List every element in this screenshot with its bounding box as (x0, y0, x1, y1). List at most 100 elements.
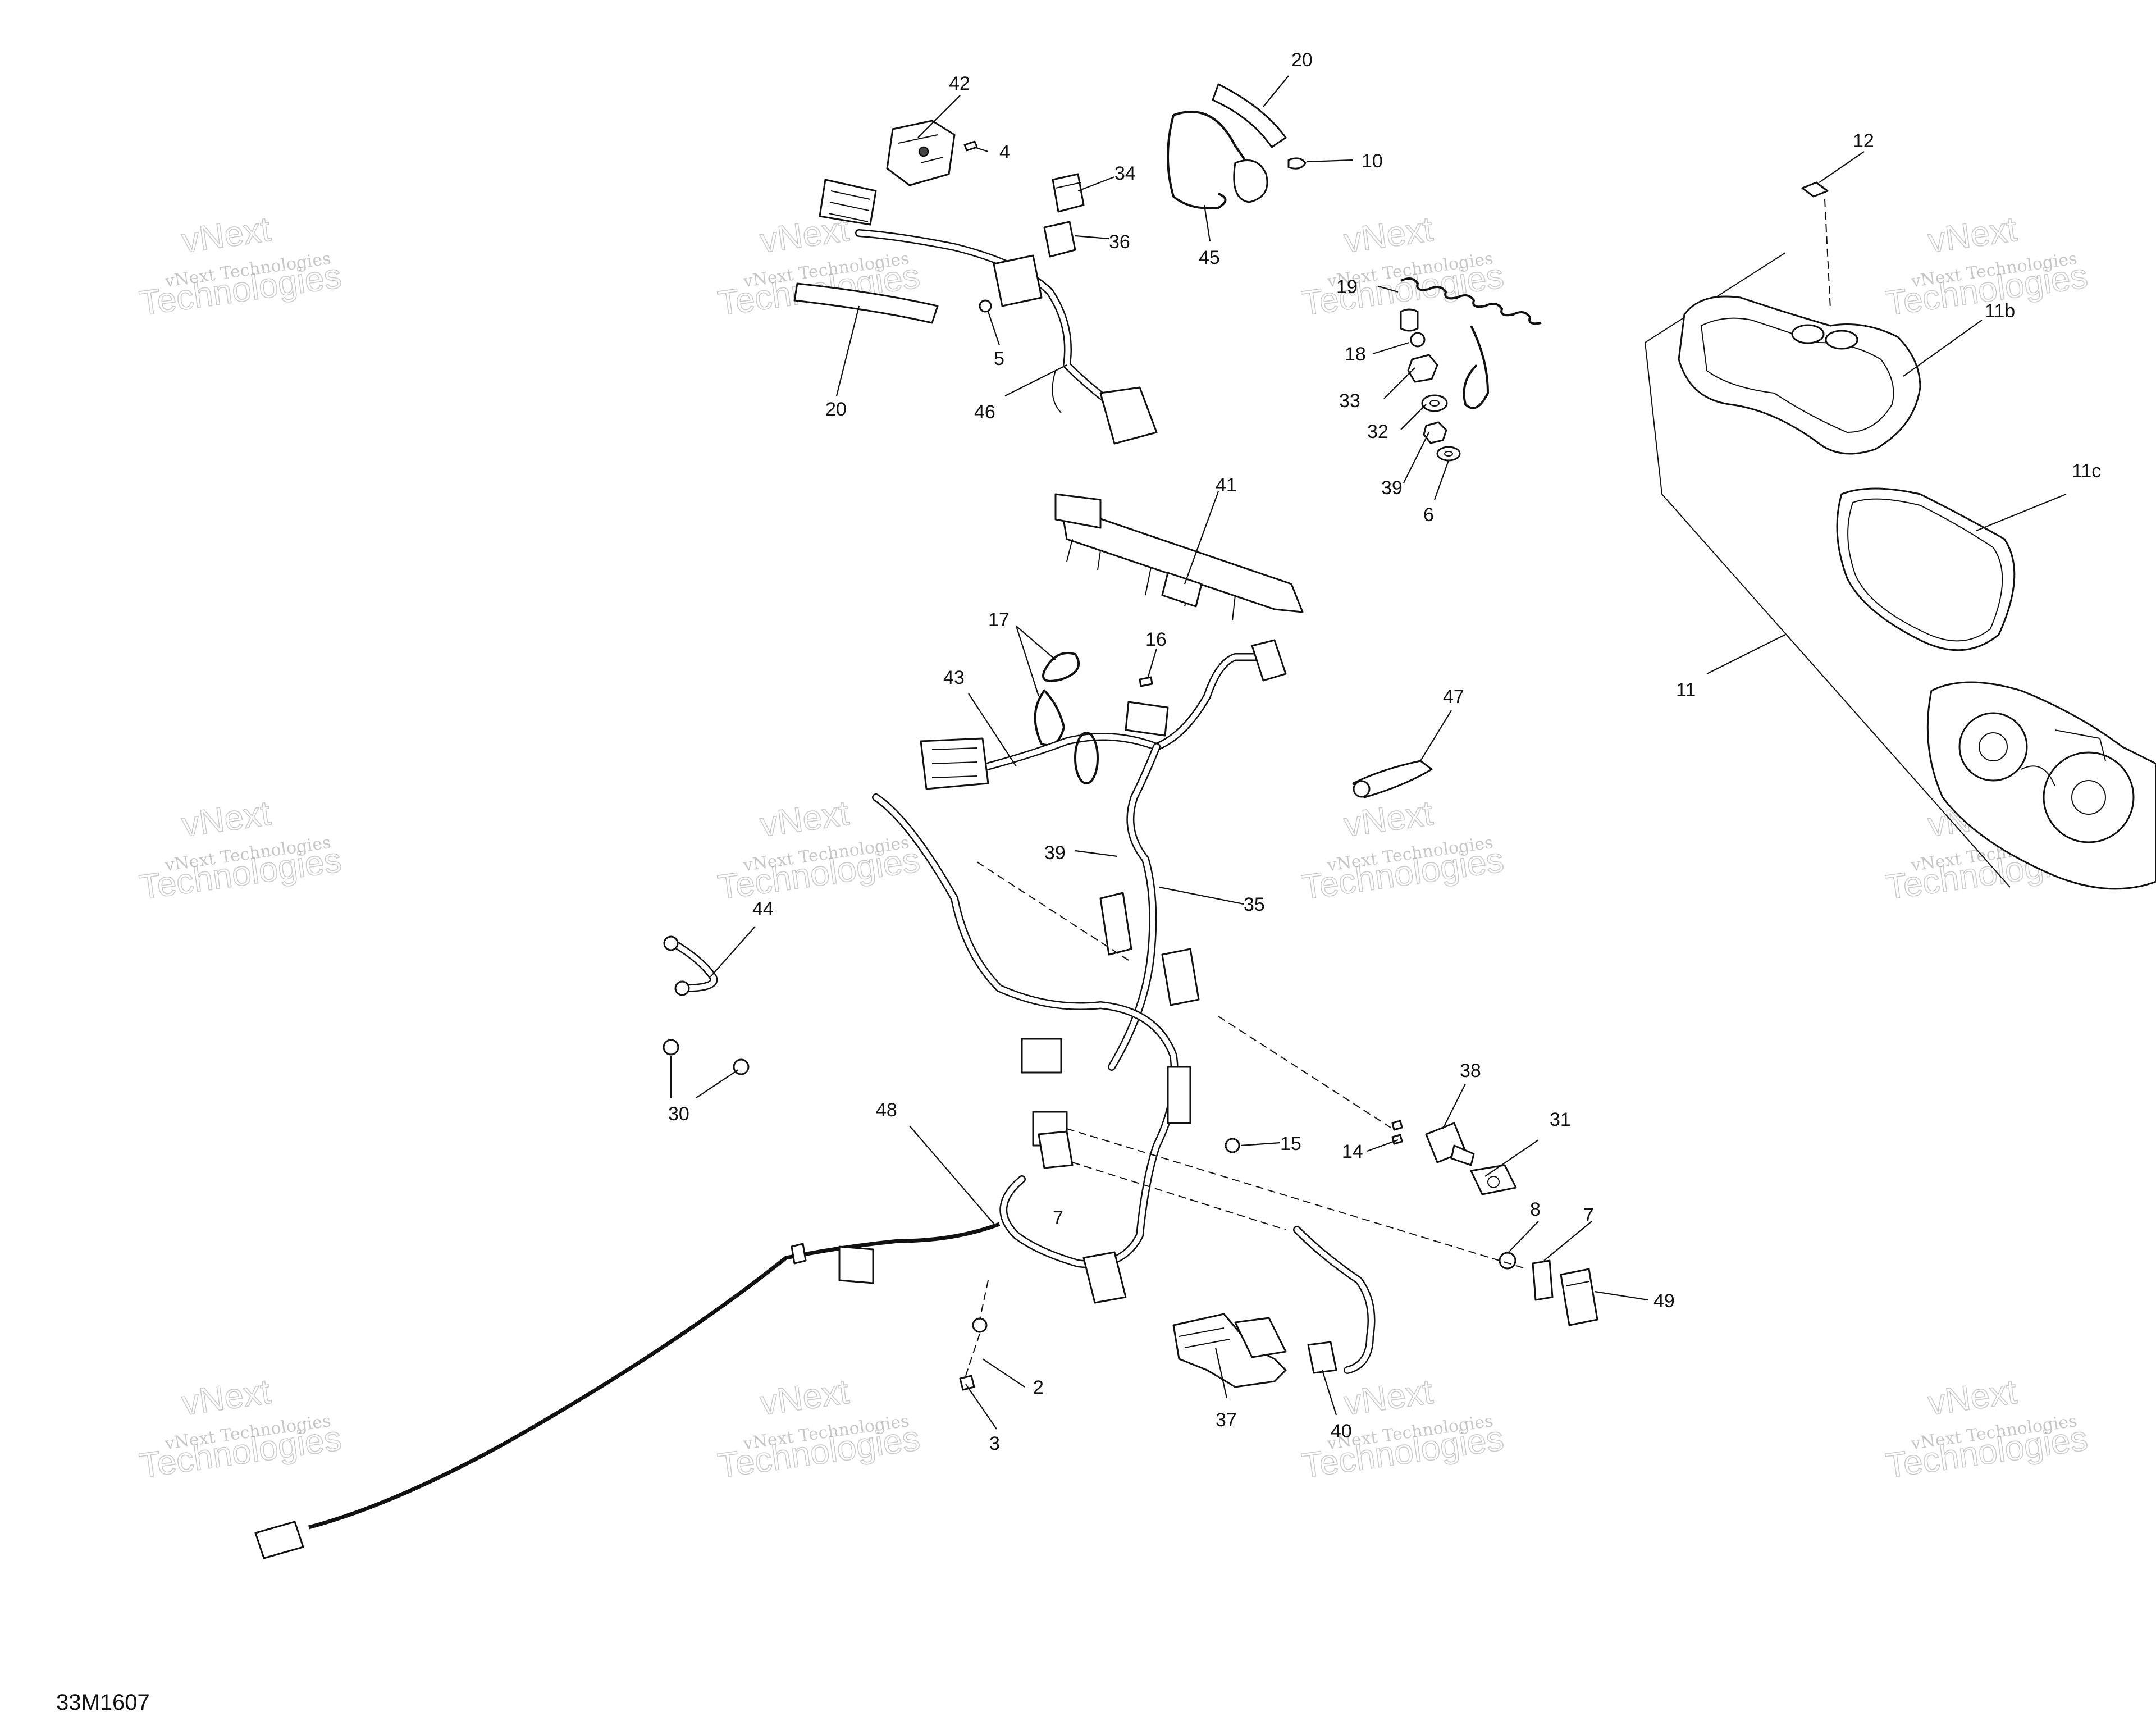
callout-31: 31 (1550, 1109, 1571, 1130)
part-40-sensor-wire (1293, 1226, 1376, 1374)
callout-45: 45 (1199, 247, 1220, 268)
callout-20-left: 20 (825, 399, 847, 420)
part-20-conduit-top (1212, 83, 1287, 148)
part-33-nut (1407, 354, 1438, 383)
gauge-body (1926, 681, 2156, 890)
part-5-nut (979, 299, 992, 313)
part-38-sensor (1425, 1122, 1475, 1166)
svg-text:vNext: vNext (180, 210, 273, 261)
callout-47: 47 (1443, 686, 1464, 708)
callout-8: 8 (1530, 1199, 1541, 1220)
callout-19: 19 (1336, 276, 1358, 298)
alignment-lines (965, 199, 1831, 1376)
part-32-washer (1421, 394, 1448, 412)
part-15-nut (1225, 1138, 1240, 1153)
svg-text:vNext: vNext (758, 1372, 852, 1423)
callout-12: 12 (1853, 130, 1874, 152)
part-49-connector (1560, 1268, 1598, 1326)
callout-44: 44 (752, 898, 774, 920)
callout-20-top: 20 (1291, 49, 1313, 71)
callout-32: 32 (1367, 421, 1388, 442)
watermark: vNext vNext Technologies Technologies (137, 793, 345, 908)
callout-39-mid: 39 (1044, 842, 1066, 864)
part-17-cable-ties (1034, 652, 1080, 746)
part-37-module (1172, 1313, 1287, 1388)
part-44-ground-strap (663, 935, 718, 996)
part-8-nut (1499, 1252, 1516, 1270)
callout-40: 40 (1331, 1421, 1352, 1442)
part-11-gauge-assembly (1644, 252, 2156, 890)
part-11b-bezel (1678, 295, 1921, 455)
watermark: vNext vNext Technologies Technologies (715, 793, 923, 908)
callout-35: 35 (1244, 894, 1265, 915)
callout-7-left: 7 (1053, 1207, 1063, 1229)
watermark: vNext vNext Technologies Technologies (137, 209, 345, 324)
callout-37: 37 (1216, 1409, 1237, 1431)
part-45-wire-loop (1167, 111, 1268, 209)
callout-39-top: 39 (1381, 477, 1403, 499)
diagram-reference-code: 33M1607 (56, 1690, 150, 1715)
svg-text:vNext: vNext (758, 794, 852, 845)
callout-18: 18 (1345, 344, 1366, 365)
part-46-switch-harness (819, 179, 1158, 445)
callout-labels: 42 4 34 36 5 20 46 20 10 45 12 11b 11c 1… (668, 49, 2101, 1454)
part-31-plate (1470, 1164, 1517, 1195)
part-2-nut (972, 1317, 988, 1333)
callout-10: 10 (1362, 150, 1383, 172)
part-11c-lens (1836, 487, 2016, 651)
part-48-extension-cable (254, 1222, 1001, 1559)
callout-38: 38 (1460, 1060, 1481, 1081)
watermark: vNext vNext Technologies Technologies (1883, 209, 2091, 324)
callout-11c: 11c (2072, 460, 2101, 482)
watermark: vNext vNext Technologies Technologies (715, 1372, 923, 1486)
svg-text:vNext: vNext (180, 1372, 273, 1423)
callout-6: 6 (1423, 504, 1434, 526)
callout-3: 3 (989, 1433, 1000, 1454)
svg-text:vNext: vNext (1342, 210, 1436, 261)
callout-41: 41 (1216, 474, 1237, 496)
callout-7-right: 7 (1583, 1204, 1594, 1226)
callout-42: 42 (949, 73, 970, 94)
watermark: vNext vNext Technologies Technologies (1883, 1372, 2091, 1486)
part-20-conduit-left (793, 282, 939, 324)
callout-36: 36 (1109, 231, 1130, 253)
callout-34: 34 (1114, 163, 1136, 184)
callout-2: 2 (1033, 1377, 1044, 1398)
watermark: vNext vNext Technologies Technologies (137, 1372, 345, 1486)
callout-4: 4 (999, 142, 1010, 163)
part-4-screw (963, 140, 978, 152)
part-10-clip (1287, 157, 1307, 170)
part-42-switch-housing (886, 120, 956, 186)
part-34-connector (1052, 173, 1085, 213)
callout-30: 30 (668, 1103, 689, 1125)
part-41-bracket (1054, 493, 1304, 621)
callout-11: 11 (1676, 679, 1696, 701)
watermark: vNext vNext Technologies Technologies (1299, 1372, 1507, 1486)
svg-text:vNext: vNext (1342, 1372, 1436, 1423)
callout-14: 14 (1342, 1141, 1363, 1162)
part-39-nut (1423, 421, 1447, 444)
callout-43: 43 (943, 667, 965, 688)
svg-text:vNext: vNext (1926, 210, 2020, 261)
svg-text:vNext: vNext (1342, 794, 1436, 845)
part-12-screw (1801, 181, 1829, 198)
callout-16: 16 (1145, 629, 1167, 650)
callout-11b: 11b (1985, 300, 2015, 322)
callout-48: 48 (876, 1099, 897, 1121)
part-47-sensor (1352, 760, 1433, 798)
part-3-screw (959, 1375, 975, 1391)
part-7-clip-right (1532, 1259, 1554, 1301)
part-7-clip-left (1038, 1130, 1074, 1169)
callout-17: 17 (988, 609, 1010, 631)
callout-46: 46 (974, 401, 995, 423)
part-19-coiled-lanyard (1400, 277, 1542, 409)
part-18-nut (1410, 332, 1426, 348)
part-43-main-harness (920, 639, 1287, 1071)
part-30-nuts (663, 1039, 750, 1075)
svg-text:vNext: vNext (180, 794, 273, 845)
part-16-screw (1139, 676, 1153, 687)
leader-lines (670, 75, 2067, 1430)
part-36-connector (1043, 221, 1076, 258)
callout-33: 33 (1339, 390, 1360, 412)
